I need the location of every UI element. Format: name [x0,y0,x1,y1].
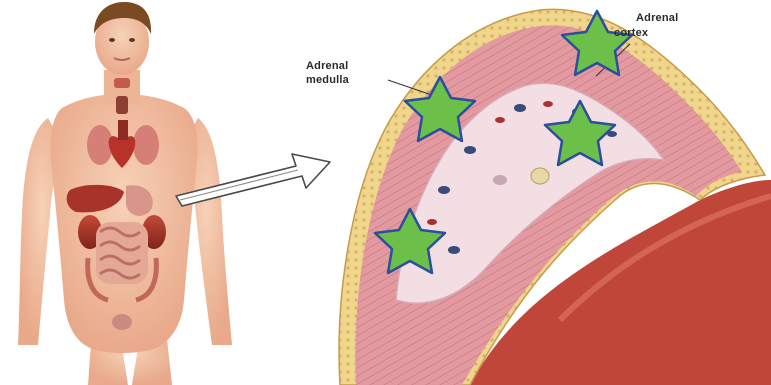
cortex-label-line2: cortex [614,28,648,39]
medulla-label-line2: medulla [306,75,349,86]
cortex-label-line1: Adrenal [636,13,678,24]
chest-organs [87,120,159,168]
medulla-label-line1: Adrenal [306,61,348,72]
adrenal-cross-section [339,9,771,385]
bladder [112,314,132,330]
